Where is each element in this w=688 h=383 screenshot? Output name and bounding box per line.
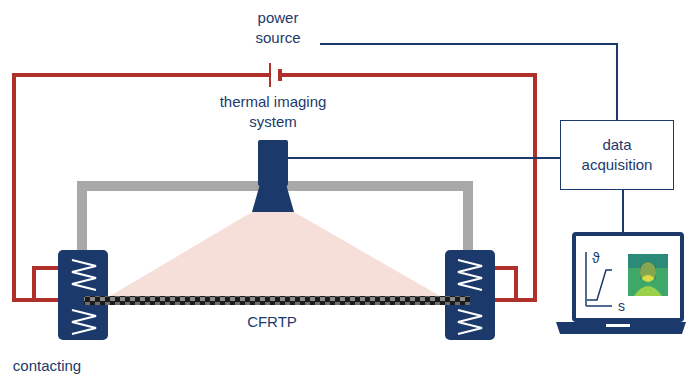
power-wire <box>492 268 516 300</box>
laptop: ϑs <box>572 232 684 322</box>
battery-plate <box>269 63 271 87</box>
thermal-image <box>640 261 656 280</box>
camera-body <box>258 140 288 186</box>
spring-symbol <box>458 310 482 334</box>
plot-axis <box>586 305 612 307</box>
material-label: CFRTP <box>247 312 297 332</box>
laptop-notch <box>606 324 630 327</box>
camera-lens <box>252 184 294 212</box>
spring-symbol <box>72 260 96 290</box>
plot-axis <box>585 252 587 306</box>
contacting-clamp <box>58 250 108 340</box>
part-label: contacting <box>13 356 81 376</box>
node-label: data acquisition <box>568 135 666 175</box>
camera-symbol <box>252 140 294 212</box>
contacting-clamp <box>445 250 495 340</box>
node-label: power source <box>236 8 320 48</box>
thermal-image <box>634 286 662 296</box>
thermal-camera: thermal imaging system <box>252 140 294 212</box>
spring-symbol <box>72 310 96 334</box>
signal-line <box>622 190 624 232</box>
camera-view-fan <box>110 212 440 296</box>
thermal-image <box>628 254 668 296</box>
process-box: data acquisition <box>560 120 674 190</box>
battery-plate <box>278 69 282 81</box>
axis-label: s <box>618 298 625 314</box>
signal-line <box>320 44 617 120</box>
node-label: thermal imaging system <box>208 92 338 132</box>
axis-label: ϑ <box>592 250 600 266</box>
cfrtp-strip <box>84 296 470 305</box>
thermal-image <box>640 262 656 282</box>
laptop-screen <box>576 236 680 318</box>
power-source: power source <box>236 8 320 94</box>
plot-curve <box>587 270 612 300</box>
spring-symbol <box>458 260 482 290</box>
power-wire <box>34 268 58 300</box>
laptop-base <box>556 322 686 334</box>
signal-line <box>288 157 560 159</box>
